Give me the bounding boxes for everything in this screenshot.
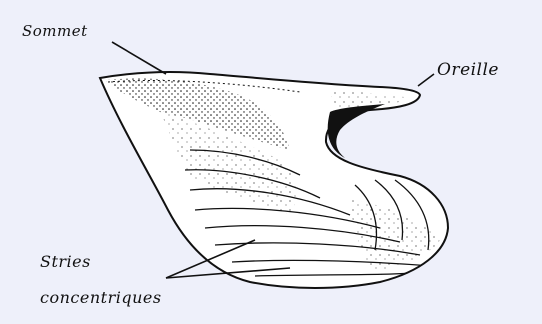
label-oreille: Oreille	[437, 60, 499, 80]
leader-oreille	[418, 74, 434, 86]
leader-sommet	[112, 42, 166, 74]
label-concentriques: concentriques	[40, 288, 162, 307]
ear-shadow	[328, 104, 385, 158]
label-stries: Stries	[40, 252, 91, 271]
label-sommet: Sommet	[22, 22, 88, 40]
